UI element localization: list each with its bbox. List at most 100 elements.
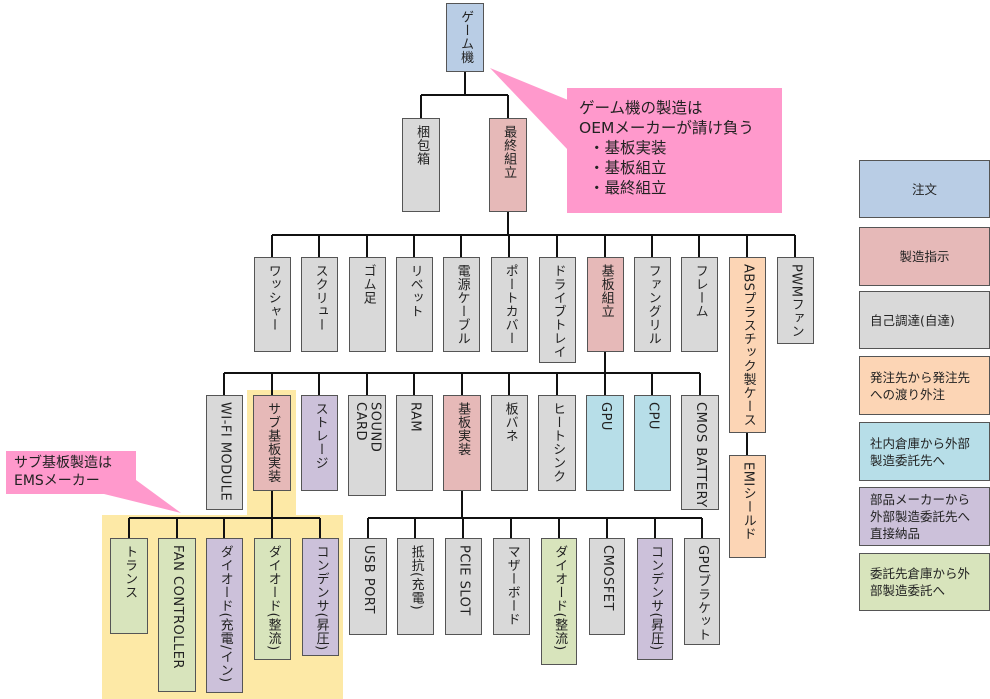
legend-item-relay: 発注先から発注先への渡り外注 — [859, 356, 990, 415]
node-cond1: コンデンサ(昇圧) — [302, 538, 339, 656]
node-label: スクリュー — [312, 264, 328, 332]
node-teiko: 抵抗(充電) — [397, 538, 434, 635]
node-label: フレーム — [692, 264, 708, 318]
node-gpu: GPU — [586, 395, 624, 491]
node-label: WI-FI MODULE — [217, 402, 233, 502]
node-diode1: ダイオード(充電/イン) — [206, 538, 243, 693]
node-diode3: ダイオード(整流) — [541, 538, 577, 665]
node-cond2: コンデンサ(昇圧) — [637, 538, 673, 660]
node-konpo: 梱包箱 — [402, 118, 440, 212]
node-gomu: ゴム足 — [349, 257, 386, 352]
legend-label: 発注先から発注先への渡り外注 — [870, 369, 971, 402]
node-wifi: WI-FI MODULE — [206, 395, 243, 510]
callout-oem-bullet: ・基板実装 — [589, 139, 667, 157]
node-label: GPUブラケット — [695, 545, 711, 642]
node-cmosfet: CMOSFET — [589, 538, 625, 635]
node-drivetray: ドライブトレイ — [539, 257, 576, 363]
node-storage: ストレージ — [301, 395, 338, 491]
node-frame: フレーム — [681, 257, 718, 352]
legend-item-warehouse: 社内倉庫から外部製造委託先へ — [859, 422, 990, 481]
node-label: ワッシャー — [265, 264, 281, 332]
callout-oem-line1: ゲーム機の製造は — [579, 99, 703, 117]
node-label: ヒートシンク — [550, 402, 566, 483]
node-emi: EMIシールド — [729, 455, 766, 558]
node-label: PWMファン — [788, 264, 804, 338]
node-itabane: 板バネ — [491, 395, 528, 491]
legend-item-order: 注文 — [859, 160, 990, 218]
node-abscase: ABSプラスチック製ケース — [729, 257, 766, 433]
node-gpubracket: GPUブラケット — [684, 538, 720, 645]
node-saishu: 最終組立 — [489, 118, 527, 212]
callout-oem-line2: OEMメーカーが請け負う — [579, 119, 754, 137]
node-kibankumi: 基板組立 — [587, 257, 624, 352]
legend-item-self: 自己調達(自達) — [859, 291, 990, 349]
callout-oem-bullet: ・最終組立 — [589, 179, 667, 197]
legend-label: 社内倉庫から外部製造委託先へ — [870, 435, 971, 468]
node-fanctrl: FAN CONTROLLER — [158, 538, 196, 692]
node-pcie: PCIE SLOT — [445, 538, 482, 635]
legend-item-contractor: 委託先倉庫から外部製造委託へ — [859, 553, 990, 611]
node-label: CMOS BATTERY — [693, 402, 709, 508]
node-label: 基板組立 — [598, 264, 614, 318]
node-label: USB PORT — [361, 545, 377, 614]
node-fangrill: ファングリル — [634, 257, 671, 352]
node-label: CPU — [645, 402, 661, 430]
legend-item-instruction: 製造指示 — [859, 227, 990, 286]
legend-item-maker: 部品メーカーから外部製造委託先へ直接納品 — [859, 487, 990, 546]
node-rivet: リベット — [396, 257, 433, 352]
node-label: ABSプラスチック製ケース — [740, 264, 756, 427]
callout-oem-pointer — [490, 68, 568, 150]
callout-ems-line1: サブ基板製造は — [14, 455, 112, 471]
node-label: リベット — [407, 264, 423, 318]
node-label: SOUND CARD — [353, 402, 383, 453]
node-washer: ワッシャー — [254, 257, 291, 352]
callout-ems-line2: EMSメーカー — [14, 473, 100, 489]
node-label: 電源ケーブル — [454, 264, 470, 345]
node-label: CMOSFET — [600, 545, 616, 611]
node-label: ダイオード(充電/イン) — [217, 545, 233, 683]
node-pwm: PWMファン — [777, 257, 814, 344]
legend-label: 自己調達(自達) — [870, 312, 955, 328]
node-label: ダイオード(整流) — [265, 545, 281, 651]
node-label: EMIシールド — [740, 462, 756, 541]
node-label: 梱包箱 — [414, 125, 430, 166]
legend-label: 委託先倉庫から外部製造委託へ — [870, 566, 971, 598]
node-ram: RAM — [396, 395, 433, 491]
node-screw: スクリュー — [301, 257, 338, 352]
legend-label: 部品メーカーから外部製造委託先へ直接納品 — [870, 492, 971, 541]
node-label: ファングリル — [645, 264, 661, 345]
callout-oem: ゲーム機の製造は OEMメーカーが請け負う ・基板実装 ・基板組立 ・最終組立 — [567, 88, 782, 213]
node-mother: マザーボード — [493, 538, 530, 635]
node-label: 最終組立 — [501, 125, 517, 179]
node-cpu: CPU — [634, 395, 671, 491]
node-label: コンデンサ(昇圧) — [648, 545, 664, 651]
node-label: RAM — [407, 402, 423, 433]
node-label: トランス — [122, 545, 138, 599]
node-heatsink: ヒートシンク — [538, 395, 576, 491]
node-cable: 電源ケーブル — [443, 257, 480, 352]
legend-label: 製造指示 — [899, 249, 950, 264]
node-label: PCIE SLOT — [456, 545, 472, 616]
legend-label: 注文 — [911, 181, 937, 197]
node-label: ポートカバー — [502, 264, 518, 345]
node-root: ゲーム機 — [446, 3, 484, 72]
node-label: コンデンサ(昇圧) — [313, 545, 329, 651]
node-label: 抵抗(充電) — [408, 545, 424, 611]
node-label: 基板実装 — [455, 402, 471, 456]
node-label: ゴム足 — [360, 264, 376, 305]
callout-ems: サブ基板製造は EMSメーカー — [6, 451, 136, 494]
node-kibanjisso: 基板実装 — [443, 395, 481, 491]
node-label: マザーボード — [504, 545, 520, 626]
node-label: ゲーム機 — [458, 10, 474, 64]
node-label: ストレージ — [312, 402, 328, 470]
node-label: サブ基板実装 — [265, 402, 281, 483]
callout-oem-bullet: ・基板組立 — [589, 159, 667, 177]
node-label: ドライブトレイ — [550, 264, 566, 359]
node-sound: SOUND CARD — [348, 395, 386, 496]
node-trans: トランス — [110, 538, 148, 634]
node-label: ダイオード(整流) — [552, 545, 568, 651]
node-label: GPU — [598, 402, 614, 431]
node-label: 板バネ — [502, 402, 518, 443]
node-label: FAN CONTROLLER — [170, 545, 186, 670]
node-usb: USB PORT — [349, 538, 387, 635]
